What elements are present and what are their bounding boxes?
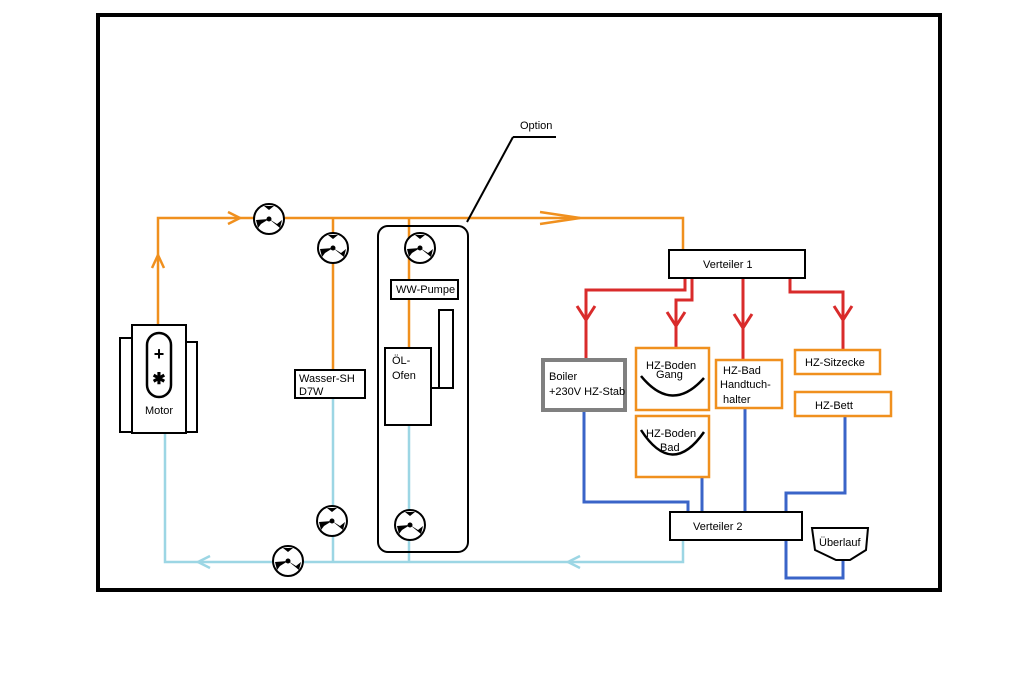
option-label: Option [520, 120, 552, 132]
oil-stove-label-1: ÖL- [392, 355, 411, 367]
option-callout: Option [466, 120, 556, 223]
distributor-1-label: Verteiler 1 [703, 259, 753, 271]
motor-label: Motor [145, 405, 173, 417]
floor-heating-bath-label-1: HZ-Boden [646, 428, 696, 440]
towel-rail-label-3: halter [723, 394, 751, 406]
distributor-1: Verteiler 1 [668, 249, 806, 279]
distribution-return-pipes [582, 408, 847, 580]
seating-corner-label: HZ-Sitzecke [805, 357, 865, 369]
pump-icon [253, 203, 285, 235]
pump-icon [404, 232, 436, 264]
boiler-label-1: Boiler [549, 371, 577, 383]
towel-rail-label-2: Handtuch- [720, 379, 771, 391]
seating-corner-heater: HZ-Sitzecke [793, 348, 882, 376]
water-heater-box: Wasser-SH D7W [294, 369, 366, 399]
distributor-2-label: Verteiler 2 [693, 521, 743, 533]
floor-heating-bath-label-2: Bad [660, 442, 680, 454]
radiator-curve-icon [640, 375, 705, 397]
towel-rail-label-1: HZ-Bad [723, 365, 761, 377]
overflow-label: Überlauf [819, 537, 862, 549]
pump-icon [394, 509, 426, 541]
floor-heating-hall-label-1: HZ-Boden [646, 360, 696, 372]
floor-heating-hall: HZ-Boden Gang [634, 346, 711, 412]
distributor-2: Verteiler 2 [669, 511, 803, 541]
motor: + ✱ Motor [119, 324, 198, 434]
ww-pump-label: WW-Pumpe [396, 284, 455, 296]
oil-stove-column: WW-Pumpe ÖL- Ofen [377, 225, 469, 553]
pump-icon [317, 232, 349, 264]
oil-stove-label-2: Ofen [392, 370, 416, 382]
radiator-curve-icon [639, 429, 706, 456]
water-heater-label-2: D7W [299, 386, 324, 398]
pump-icon [316, 505, 348, 537]
overflow-funnel-icon [810, 527, 870, 561]
bed-heater: HZ-Bett [793, 390, 893, 418]
motor-symbol-icon [145, 331, 173, 399]
pump-icon [272, 545, 304, 577]
towel-rail-heater: HZ-Bad Handtuch- halter [714, 358, 784, 410]
svg-text:✱: ✱ [152, 371, 165, 388]
bed-heater-label: HZ-Bett [815, 400, 853, 412]
diagram-frame [96, 13, 942, 592]
floor-heating-bath: HZ-Boden Bad [634, 414, 711, 479]
boiler-box: Boiler +230V HZ-Stab [541, 358, 627, 412]
overflow-tank: Überlauf [810, 527, 870, 561]
boiler-label-2: +230V HZ-Stab [549, 386, 625, 398]
svg-text:+: + [154, 344, 165, 364]
floor-heating-hall-label-2: Gang [656, 369, 683, 381]
distribution-pipes [575, 278, 854, 360]
water-heater-label-1: Wasser-SH [299, 373, 355, 385]
